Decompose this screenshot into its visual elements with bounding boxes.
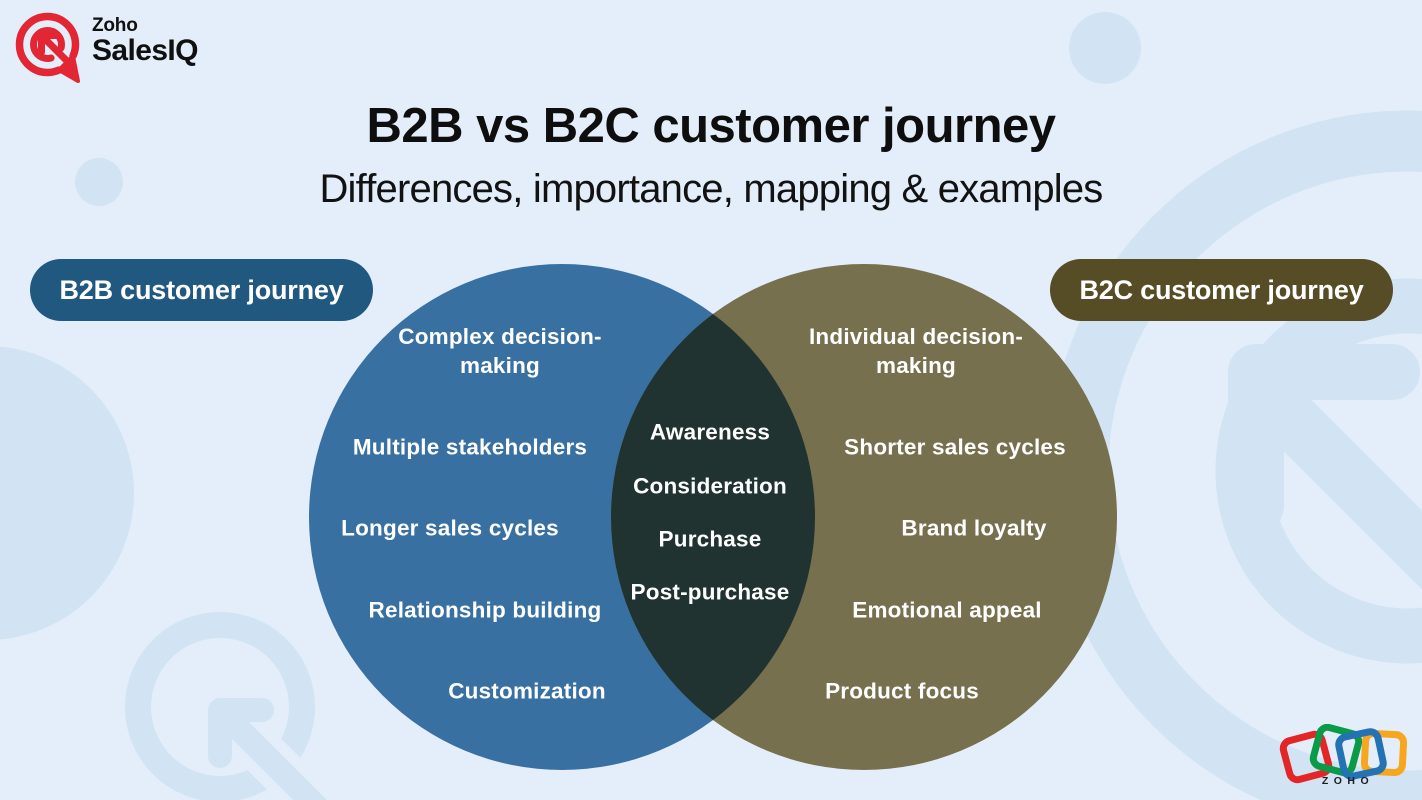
shared-stage: Awareness [649,419,771,445]
b2b-item: Longer sales cycles [341,515,559,541]
salesiq-logo-icon [14,10,82,86]
decor-circle-top-right [1069,12,1141,84]
b2c-item: Shorter sales cycles [844,434,1066,460]
brand-product-name: SalesIQ [92,34,198,67]
b2b-journey-label: B2B customer journey [30,259,373,321]
zoho-square-orange [1360,729,1408,777]
zoho-square-green [1309,724,1363,777]
page-title: B2B vs B2C customer journey [366,99,1056,153]
b2c-item: Individual decision-making [808,324,1024,378]
decor-circle-left [0,346,134,640]
zoho-wordmark-text: ZOHO [1322,775,1374,787]
zoho-square-blue [1335,728,1387,780]
b2b-journey-label-text: B2B customer journey [59,274,344,305]
b2b-item: Customization [448,678,606,704]
zoho-footer-logo: ZOHO [1278,724,1410,788]
venn-overlap-region [611,264,815,770]
brand-wordmark: Zoho SalesIQ [92,16,198,66]
b2b-item: Relationship building [368,597,602,623]
shared-stage: Purchase [658,526,762,552]
b2b-item: Complex decision-making [398,324,602,378]
zoho-squares-icon: ZOHO [1279,724,1408,787]
salesiq-brand-header: Zoho SalesIQ [14,10,198,86]
b2c-item: Product focus [825,678,979,704]
b2c-item: Brand loyalty [901,515,1047,541]
shared-stage: Post-purchase [630,579,790,605]
b2c-journey-label-text: B2C customer journey [1079,274,1364,305]
shared-stage: Consideration [633,473,787,499]
page-subtitle: Differences, importance, mapping & examp… [319,167,1103,211]
b2b-item: Multiple stakeholders [352,434,588,460]
brand-company-name: Zoho [92,15,138,36]
b2c-journey-label: B2C customer journey [1050,259,1393,321]
salesiq-watermark-bottom-left-icon [125,612,343,800]
zoho-square-red [1279,730,1333,784]
decor-circle-top-left [75,158,123,206]
b2c-item: Emotional appeal [852,597,1042,623]
